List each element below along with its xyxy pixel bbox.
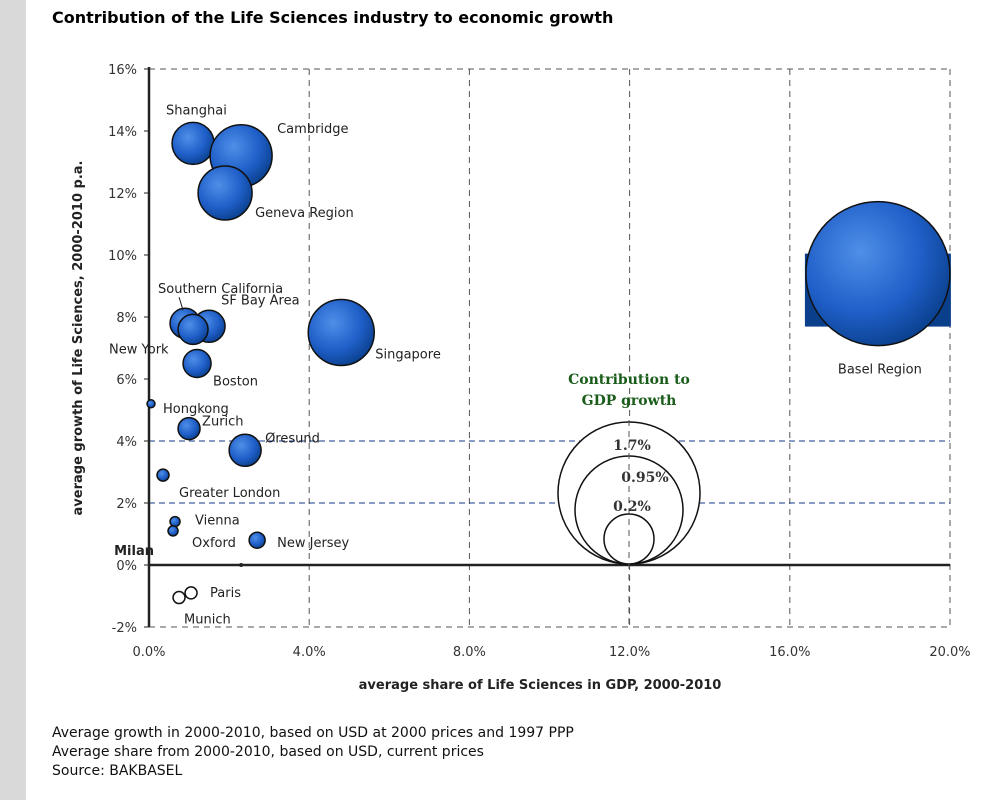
leader-line [178, 297, 184, 311]
bubble [248, 531, 266, 549]
x-tick-label: 0.0% [132, 645, 165, 660]
note-source: Source: BAKBASEL [52, 763, 183, 779]
bubble [167, 525, 179, 537]
bubble-label: Paris [210, 586, 241, 601]
bubble [146, 399, 156, 409]
y-tick-label: 16% [108, 63, 137, 78]
y-tick-label: 6% [116, 373, 137, 388]
axes: -2% 0% 2% 4% 6% 8% 10% 12% 14% 16% 0.0% 4.0% 8.0% 12.… [108, 63, 971, 660]
legend-label: 1.7% [613, 438, 651, 454]
x-tick-label: 4.0% [293, 645, 326, 660]
bubble [184, 586, 198, 600]
bubble-label: Zurich [202, 415, 244, 430]
bubble-label: Greater London [179, 486, 280, 501]
bubble-label: Cambridge [277, 122, 348, 137]
x-tick-label: 16.0% [769, 645, 810, 660]
bubble [172, 590, 186, 605]
bubble [805, 200, 951, 347]
bubble-label: Munich [184, 613, 231, 628]
x-tick-label: 8.0% [453, 645, 486, 660]
bubble [171, 121, 215, 166]
bubble-label: Boston [213, 375, 258, 390]
size-legend: Contribution to GDP growth 1.7% 0.95% 0.2% [557, 372, 701, 627]
bubble [307, 298, 375, 367]
y-tick-label: -2% [112, 621, 137, 636]
bubble [169, 515, 181, 528]
y-tick-label: 14% [108, 125, 137, 140]
x-tick-label: 20.0% [929, 645, 970, 660]
y-tick-label: 12% [108, 187, 137, 202]
bubble-label: New Jersey [277, 536, 349, 551]
bubble-label: Øresund [265, 431, 320, 446]
legend-title: Contribution to [568, 372, 690, 388]
bubble-label: SF Bay Area [221, 293, 300, 308]
bubble [156, 468, 170, 482]
bubble-label: Milan [114, 544, 154, 559]
bubble-label: Southern California [158, 282, 283, 297]
bubble [197, 165, 253, 221]
legend-title: GDP growth [582, 393, 677, 409]
y-tick-label: 0% [116, 559, 137, 574]
left-margin-bar [0, 0, 26, 800]
bubble-label: Oxford [192, 536, 236, 551]
grid-lines [149, 68, 951, 628]
bubbles [146, 121, 951, 605]
bubble-label: New York [109, 342, 169, 357]
y-axis-label: average growth of Life Sciences, 2000-20… [71, 161, 86, 516]
legend-label: 0.2% [613, 499, 651, 515]
bubble-label: Shanghai [166, 103, 227, 118]
y-tick-label: 2% [116, 497, 137, 512]
y-tick-label: 8% [116, 311, 137, 326]
x-axis-label: average share of Life Sciences in GDP, 2… [359, 678, 722, 693]
note-share: Average share from 2000-2010, based on U… [52, 744, 484, 760]
bubble [182, 348, 212, 379]
bubble [177, 313, 209, 346]
note-growth: Average growth in 2000-2010, based on US… [52, 725, 574, 741]
bubble-label: Geneva Region [255, 206, 354, 221]
footnotes: Average growth in 2000-2010, based on US… [52, 724, 574, 781]
x-tick-label: 12.0% [609, 645, 650, 660]
chart-title: Contribution of the Life Sciences indust… [52, 8, 614, 27]
y-tick-label: 4% [116, 435, 137, 450]
bubble [177, 416, 201, 441]
bubble [228, 433, 262, 468]
legend-label: 0.95% [621, 470, 668, 486]
bubble [239, 563, 244, 567]
bubble-label: Singapore [375, 348, 441, 363]
bubble-label: Basel Region [838, 363, 922, 378]
y-tick-label: 10% [108, 249, 137, 264]
bubble-label: Vienna [195, 514, 240, 529]
bubble-label: Hongkong [163, 402, 229, 417]
bubble-chart: -2% 0% 2% 4% 6% 8% 10% 12% 14% 16% 0.0% 4.0% 8.0% 12.… [71, 63, 971, 693]
